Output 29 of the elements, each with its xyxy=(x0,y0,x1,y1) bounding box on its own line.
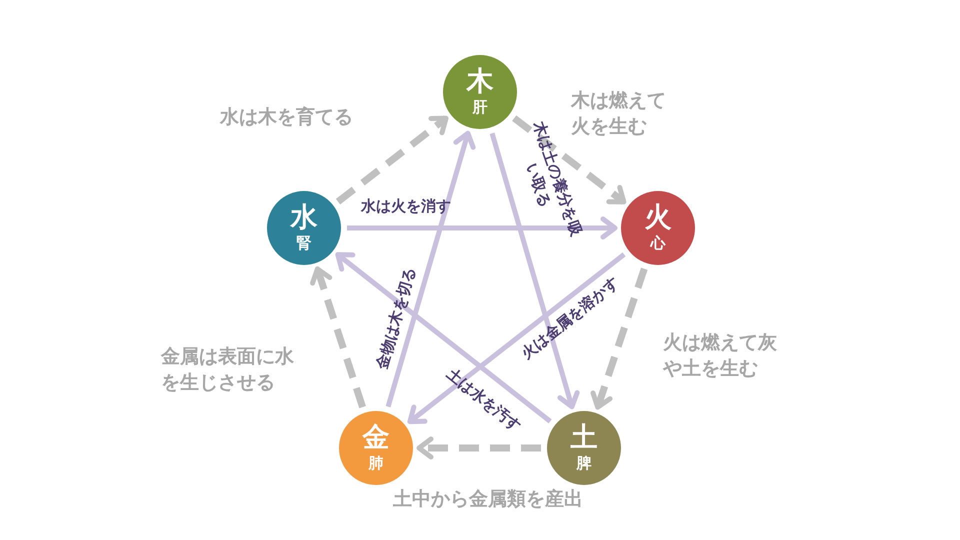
element-character: 土 xyxy=(570,423,598,453)
element-character: 水 xyxy=(290,203,318,233)
arrow xyxy=(386,130,476,408)
edge-label: 木は燃えて火を生む xyxy=(571,88,667,139)
organ-name: 肝 xyxy=(472,97,488,117)
arrow xyxy=(335,252,552,424)
organ-name: 腎 xyxy=(296,233,312,253)
edge-label: 金属は表面に水を生じさせる xyxy=(161,344,295,395)
arrow xyxy=(407,252,626,424)
organ-name: 脾 xyxy=(576,453,592,473)
arrow xyxy=(590,268,648,410)
edge-label: 水は木を育てる xyxy=(220,105,354,130)
arrow xyxy=(347,216,618,240)
organ-name: 肺 xyxy=(368,453,384,473)
edge-label: 金物は木を切る xyxy=(372,264,420,373)
arrow xyxy=(490,132,580,410)
edge-label: 土は水を汚す xyxy=(442,364,526,438)
arrow xyxy=(336,116,448,204)
arrow xyxy=(512,115,626,205)
element-character: 木 xyxy=(466,67,494,97)
element-character: 金 xyxy=(362,423,390,453)
element-character: 火 xyxy=(644,203,672,233)
arrow xyxy=(416,436,541,460)
edge-label: 火は金属を溶かす xyxy=(516,272,624,365)
edge-label: 火は燃えて灰や土を生む xyxy=(663,330,778,381)
arrow xyxy=(310,266,366,408)
edge-label: 水は火を消す xyxy=(360,196,452,216)
organ-name: 心 xyxy=(650,233,666,253)
edge-label: 土中から金属類を産出 xyxy=(392,487,584,512)
